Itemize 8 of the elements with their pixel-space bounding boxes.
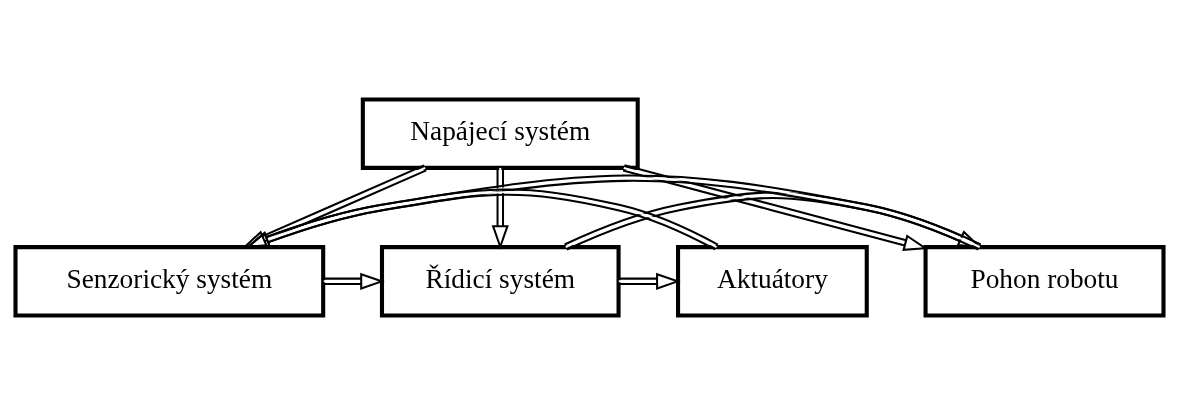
node-box: Řídicí systém: [379, 244, 621, 318]
node-box: Senzorický systém: [13, 244, 326, 318]
arrow: [491, 167, 509, 250]
arrow: [323, 272, 385, 290]
node-box: Aktuátory: [676, 244, 869, 318]
node-box: Pohon robotu: [923, 244, 1166, 318]
node-box: Napájecí systém: [360, 96, 640, 170]
arrow: [618, 272, 681, 290]
